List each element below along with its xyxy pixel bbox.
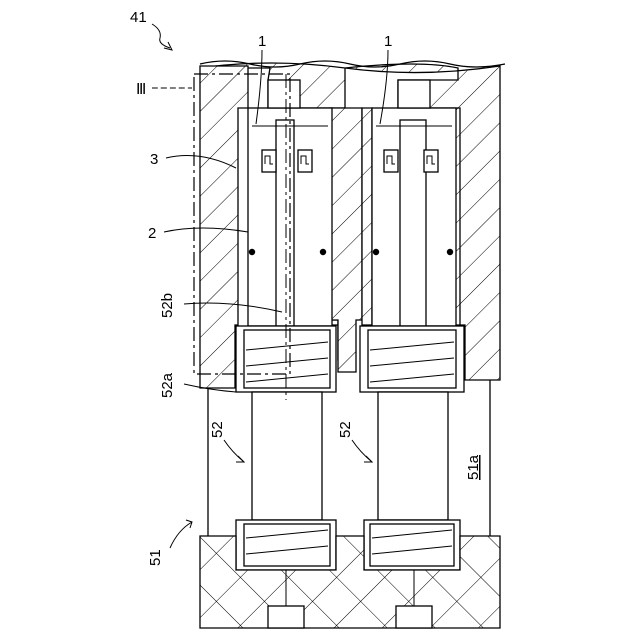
label-plunger-right: 1 [384,33,392,50]
label-seal: 2 [148,225,156,242]
spring-assembly-right [360,326,464,570]
label-section-mark: Ⅲ [136,81,146,98]
seal-ring-left-b [320,249,326,255]
label-housing: 3 [150,151,158,168]
seal-ring-right-a [373,249,379,255]
label-base: 51 [147,549,164,566]
label-fig-ref: 41 [130,9,147,26]
label-spring-right: 52 [337,421,354,438]
label-spring-left: 52 [209,421,226,438]
seal-ring-right-b [447,249,453,255]
bore-right [372,80,456,326]
label-spring-head: 52a [159,372,176,398]
label-chamber: 51a [465,454,482,480]
seal-ring-left-a [249,249,255,255]
label-stem: 52b [159,293,176,318]
label-plunger-left: 1 [258,33,266,50]
